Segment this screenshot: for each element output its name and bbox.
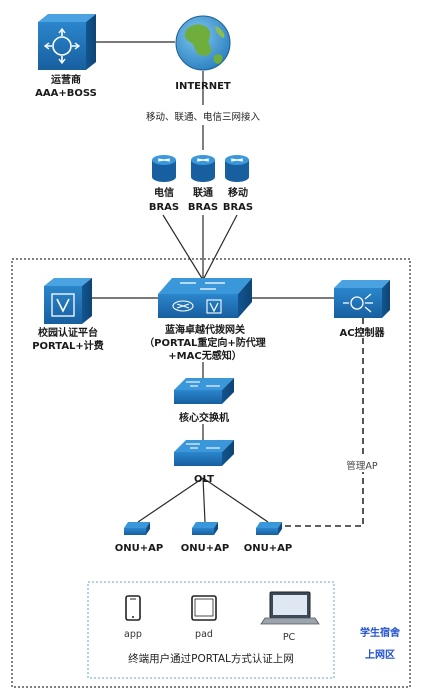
bras-telecom-label-line1: 电信 [154, 186, 174, 199]
bras-mobile-label-line1: 移动 [228, 186, 248, 199]
operator-server-icon [38, 14, 96, 70]
onu-ap-2-label: ONU+AP [181, 543, 229, 554]
link-bras-telecom-gateway [162, 214, 204, 281]
link-olt-onu3 [202, 477, 269, 523]
olt-label: OLT [194, 474, 214, 485]
onu-ap-1-icon [124, 522, 150, 535]
campus-auth-label-line2: PORTAL+计费 [32, 339, 104, 352]
internet-label: INTERNET [175, 81, 231, 92]
phone-icon [125, 595, 141, 621]
zone-label-line1: 学生宿舍 [360, 626, 401, 639]
terminal-pad-label: pad [195, 629, 213, 640]
link-olt-onu2 [202, 477, 206, 523]
terminal-caption: 终端用户通过PORTAL方式认证上网 [128, 652, 294, 665]
zone-label-line2: 上网区 [365, 648, 395, 661]
core-switch-icon [174, 378, 234, 404]
bras-unicom-router-icon [191, 155, 215, 182]
manage-ap-label: 管理AP [346, 460, 377, 472]
link-olt-onu1 [137, 477, 204, 523]
bras-mobile-label-line2: BRAS [223, 202, 253, 213]
gateway-device-icon [158, 278, 252, 318]
onu-ap-2-icon [192, 522, 218, 535]
onu-ap-3-icon [256, 522, 282, 535]
three-network-access-label: 移动、联通、电信三网接入 [146, 111, 261, 123]
internet-globe-icon [175, 15, 231, 71]
tablet-icon [191, 595, 217, 621]
gateway-label-line1: 蓝海卓越代拨网关 [165, 323, 245, 336]
olt-device-icon [174, 440, 234, 466]
core-switch-label: 核心交换机 [179, 411, 229, 424]
terminal-pc-label: PC [283, 632, 296, 643]
ac-controller-label: AC控制器 [339, 326, 385, 339]
onu-ap-3-label: ONU+AP [244, 543, 292, 554]
manage-ap-label-bg [342, 458, 382, 472]
bras-telecom-router-icon [152, 155, 176, 182]
gateway-label-line3: +MAC无感知） [168, 349, 241, 362]
link-bras-mobile-gateway [202, 214, 238, 281]
link-ac-manage-ap [282, 318, 364, 527]
laptop-icon [260, 591, 320, 625]
gateway-label-line2: （PORTAL重定向+防代理 [144, 336, 266, 349]
operator-label-line2: AAA+BOSS [35, 88, 97, 99]
bras-mobile-router-icon [225, 155, 249, 182]
onu-ap-1-label: ONU+AP [115, 543, 163, 554]
bras-unicom-label-line2: BRAS [188, 202, 218, 213]
operator-label-line1: 运营商 [51, 73, 81, 86]
bras-unicom-label-line1: 联通 [193, 186, 213, 199]
campus-auth-server-icon [44, 278, 92, 324]
ac-controller-icon [334, 280, 390, 318]
terminal-app-label: app [124, 629, 142, 640]
campus-auth-label-line1: 校园认证平台 [38, 326, 98, 339]
links [92, 41, 364, 527]
bras-telecom-label-line2: BRAS [149, 202, 179, 213]
dormitory-zone-frame [11, 258, 411, 688]
terminal-users-frame [87, 581, 335, 679]
